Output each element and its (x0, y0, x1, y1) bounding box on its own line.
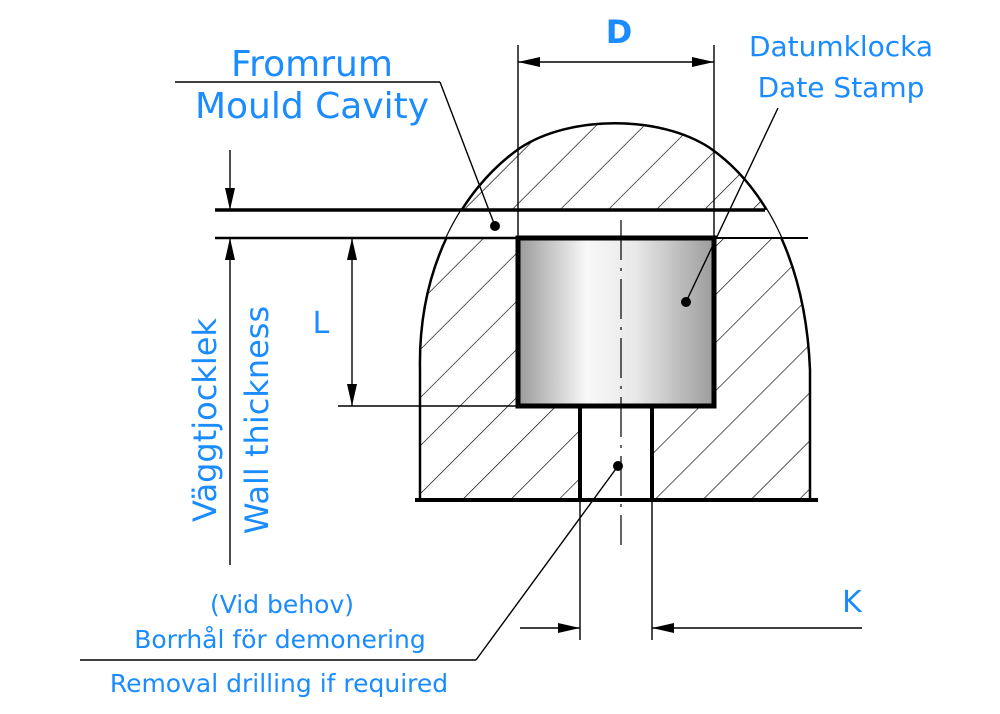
label-wall-thickness-sv: Väggtjocklek (186, 318, 224, 522)
leader-mould-cavity (175, 81, 500, 231)
leader-removal-drilling (80, 461, 623, 661)
dimension-d (517, 45, 715, 238)
removal-drill-hole (578, 406, 654, 640)
label-dimension-k: K (842, 585, 863, 620)
leader-date-stamp (681, 107, 779, 307)
label-removal-note: (Vid behov) (210, 590, 354, 619)
label-date-stamp-en: Date Stamp (758, 71, 925, 104)
label-wall-thickness-en: Wall thickness (238, 306, 276, 534)
dimension-wall-thickness (225, 150, 235, 565)
mould-cavity-lines (215, 208, 808, 240)
label-dimension-d: D (606, 13, 633, 51)
dimension-l (338, 238, 518, 407)
date-stamp-insert (515, 235, 717, 409)
label-dimension-l: L (313, 306, 330, 341)
label-mould-cavity-en: Mould Cavity (195, 86, 429, 127)
label-removal-sv: Borrhål för demonering (134, 625, 426, 654)
label-date-stamp-sv: Datumklocka (749, 30, 933, 63)
label-mould-cavity-sv: Fromrum (231, 44, 393, 85)
dimension-k (520, 623, 862, 633)
label-removal-en: Removal drilling if required (110, 669, 448, 698)
